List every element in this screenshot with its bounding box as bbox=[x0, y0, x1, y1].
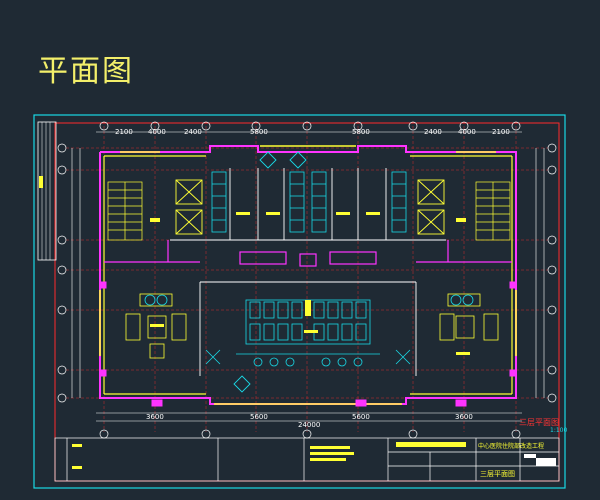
dim-top-4: 5800 bbox=[250, 128, 268, 136]
overall-dim: 24000 bbox=[298, 421, 321, 429]
toilet-stalls bbox=[211, 171, 407, 233]
title-block bbox=[54, 437, 560, 482]
grid-lines bbox=[66, 126, 548, 432]
dim-top-5: 5800 bbox=[352, 128, 370, 136]
right-lounge bbox=[439, 293, 499, 341]
dim-top-2: 4000 bbox=[148, 128, 166, 136]
elevators bbox=[175, 179, 445, 235]
outer-walls bbox=[99, 145, 517, 405]
dim-bottom-3: 5600 bbox=[352, 413, 370, 421]
dim-bottom-1: 3600 bbox=[146, 413, 164, 421]
page-title: 平面图 bbox=[38, 54, 134, 89]
inner-walls bbox=[170, 168, 446, 376]
dim-top-7: 4000 bbox=[458, 128, 476, 136]
dim-top-3: 2400 bbox=[184, 128, 202, 136]
binding-strip bbox=[37, 121, 57, 261]
dim-top-6: 2400 bbox=[424, 128, 442, 136]
drawing-name: 三层平面图 bbox=[480, 470, 515, 478]
stair-right bbox=[475, 181, 511, 241]
left-lounge bbox=[125, 293, 187, 359]
dim-bottom-2: 5600 bbox=[250, 413, 268, 421]
project-name: 中心医院住院部改造工程 bbox=[478, 443, 545, 450]
outer-frame bbox=[33, 114, 566, 489]
scale-label: 1:100 bbox=[550, 427, 568, 434]
axis-bubbles bbox=[57, 121, 557, 439]
dim-top-8: 2100 bbox=[492, 128, 510, 136]
floor-plan-label: 三层平面图 bbox=[519, 418, 559, 427]
central-seating bbox=[236, 299, 380, 367]
dim-top-1: 2100 bbox=[115, 128, 133, 136]
dim-bottom-4: 3600 bbox=[455, 413, 473, 421]
windows bbox=[99, 145, 517, 405]
stair-left bbox=[107, 181, 143, 241]
